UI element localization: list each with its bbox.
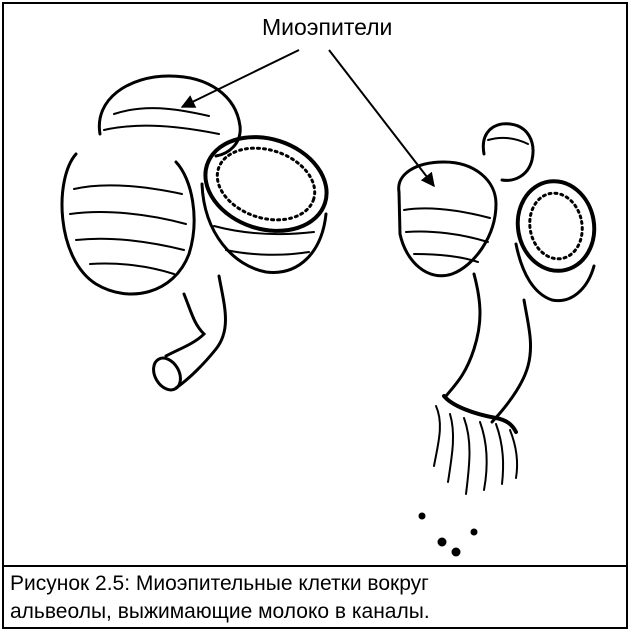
left-alveolus-cluster	[62, 76, 339, 395]
caption-divider	[2, 565, 628, 567]
alveoli-illustration	[4, 4, 626, 565]
myoepithelium-label: Миоэпители	[262, 16, 392, 39]
pointer-arrows	[182, 50, 434, 186]
caption-line-2: альвеолы, выжимающие молоко в каналы.	[10, 598, 622, 626]
right-alveolus-cluster	[399, 124, 602, 555]
figure-caption: Рисунок 2.5: Миоэпительные клетки вокруг…	[10, 570, 622, 626]
caption-line-1: Рисунок 2.5: Миоэпительные клетки вокруг	[10, 570, 622, 598]
